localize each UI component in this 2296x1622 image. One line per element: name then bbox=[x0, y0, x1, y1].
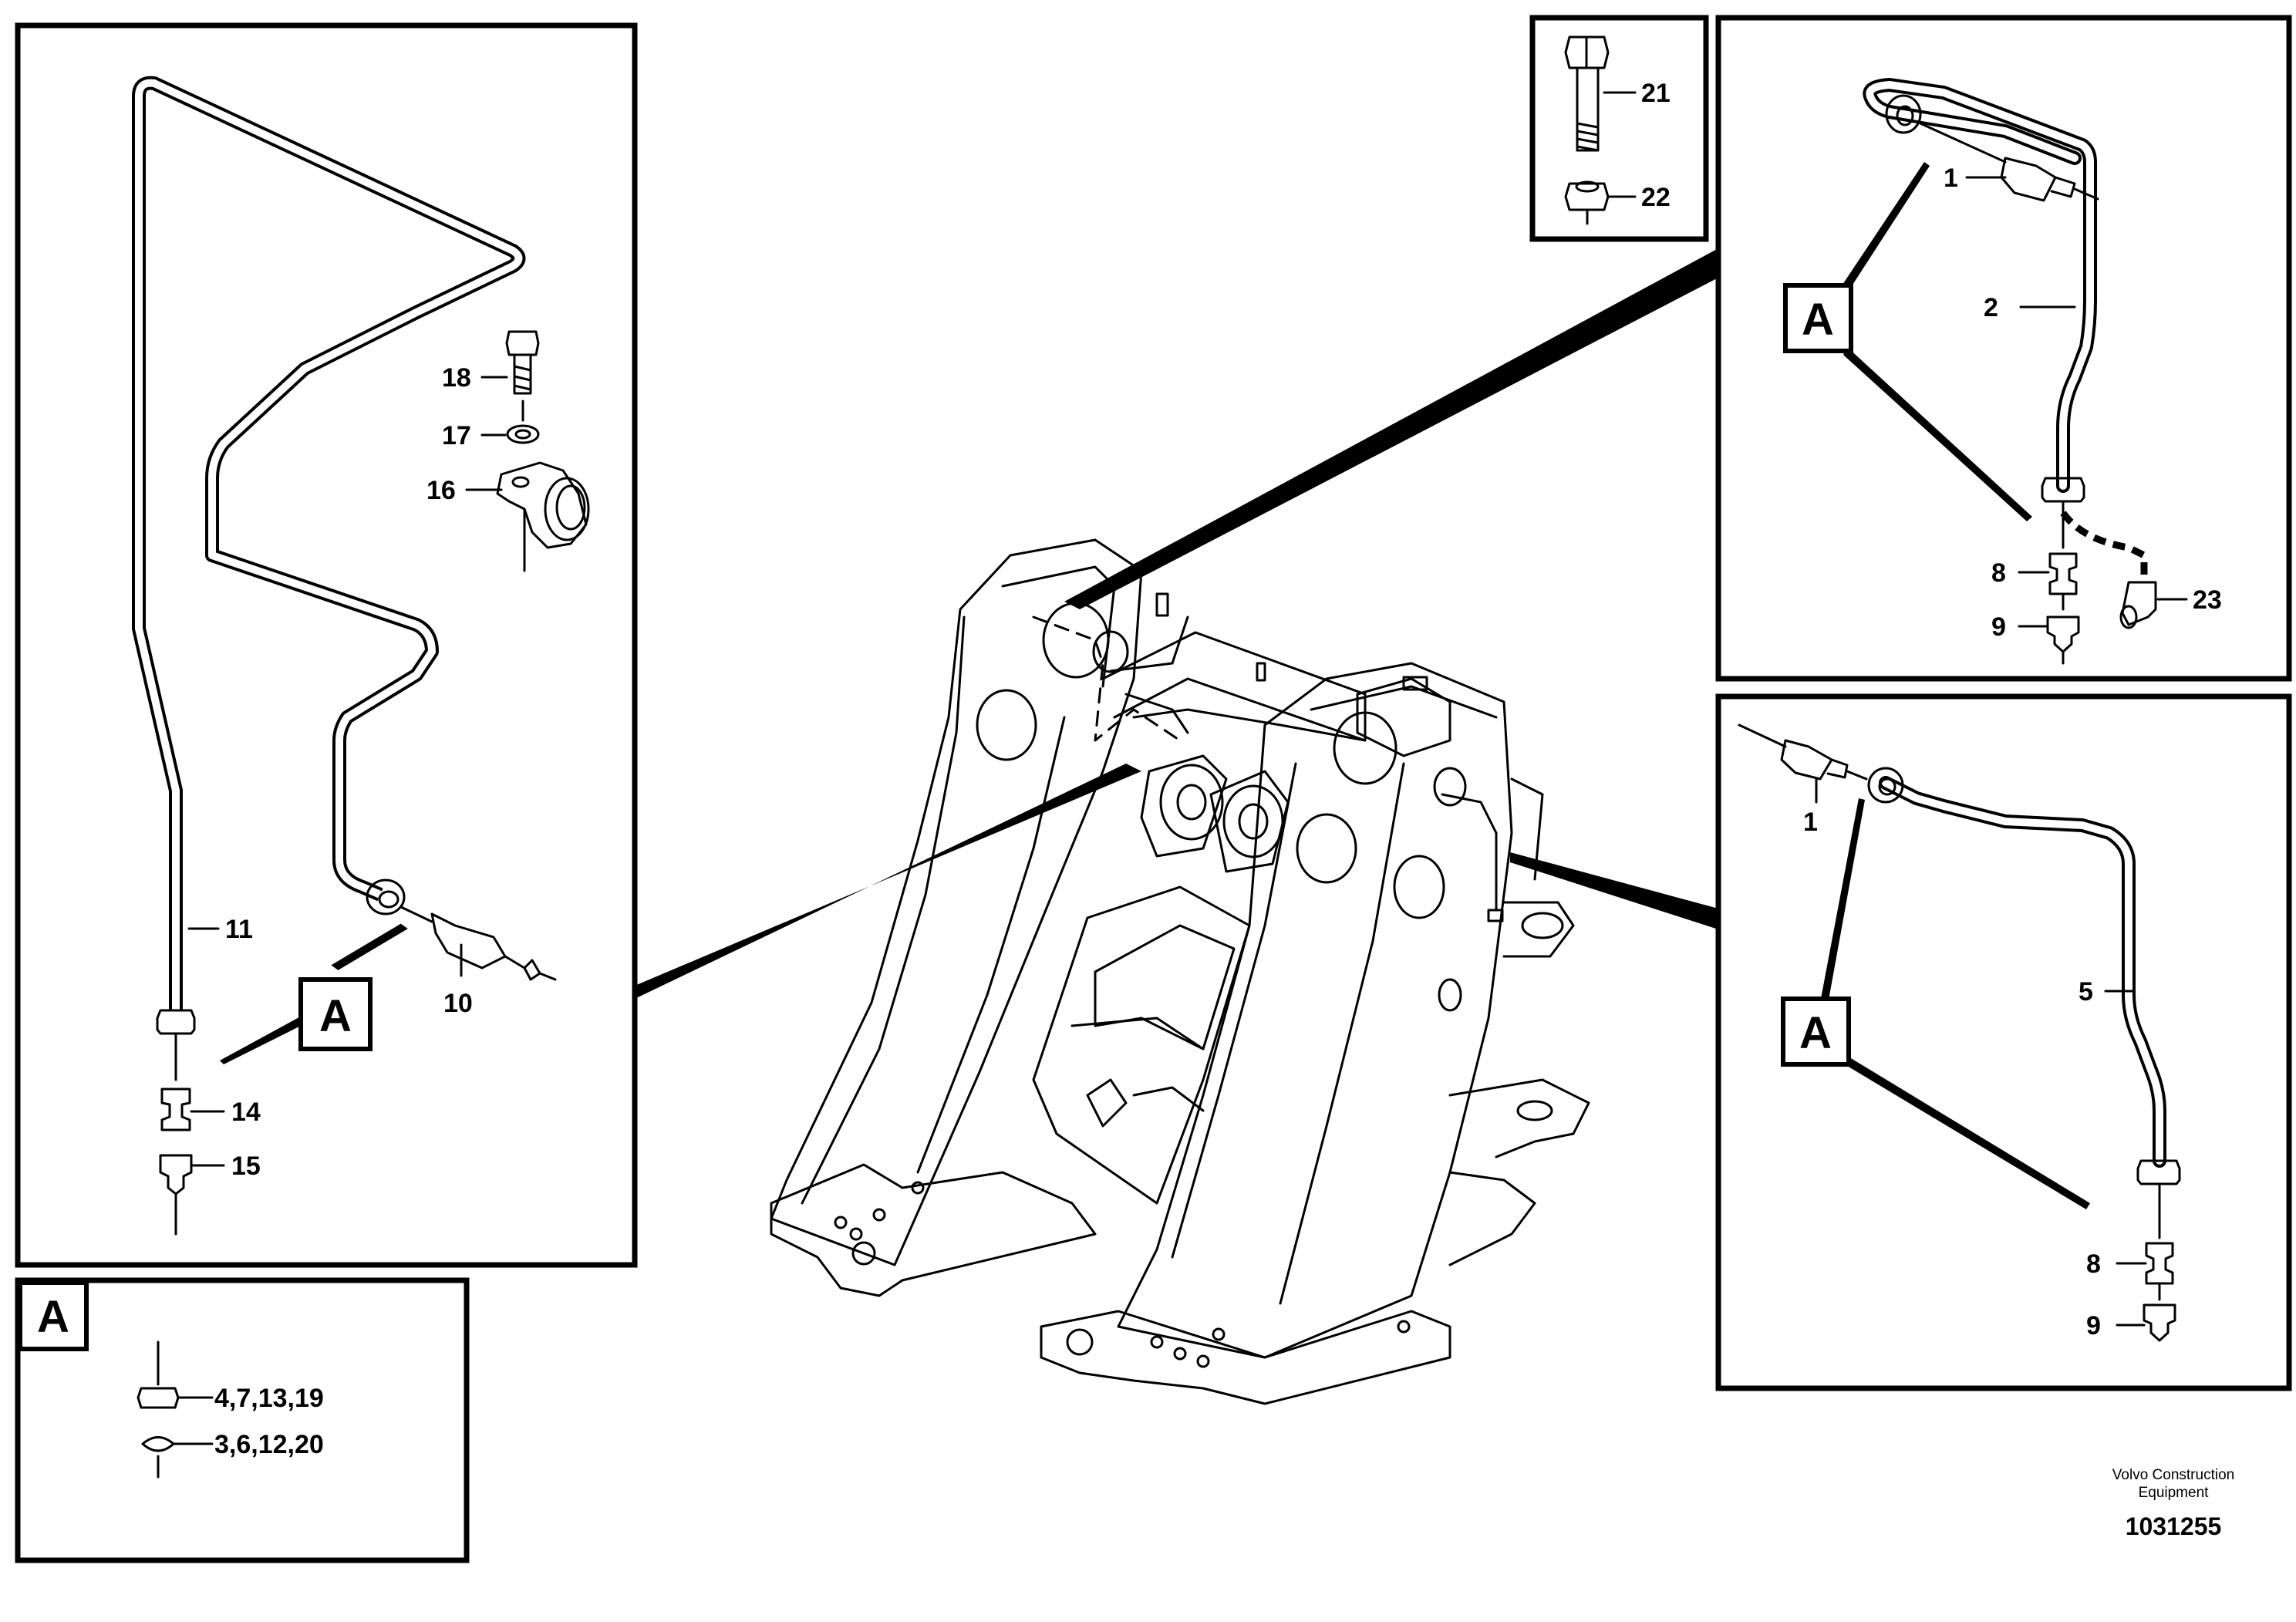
connector-1-middle bbox=[1738, 723, 1868, 781]
fitting-8-middle bbox=[2145, 1182, 2174, 1285]
legend-tag-A: A bbox=[18, 1280, 89, 1351]
bolt-21 bbox=[1564, 35, 1610, 152]
pipe-11-nut bbox=[156, 1009, 196, 1035]
view-tag-A-left: A bbox=[220, 923, 408, 1064]
label-10: 10 bbox=[443, 989, 473, 1018]
elbow-23 bbox=[2119, 581, 2157, 629]
left-detail-panel: A 11 10 14 15 18 17 16 bbox=[15, 22, 638, 1268]
tag-A-text: A bbox=[319, 991, 352, 1041]
label-1-middle: 1 bbox=[1803, 808, 1818, 837]
legend-seal-label: 3,6,12,20 bbox=[214, 1430, 324, 1459]
pipe-5-nut bbox=[2136, 1159, 2181, 1185]
view-tag-A-middle-right: A bbox=[1781, 798, 2090, 1209]
pipe-nut-angled bbox=[366, 878, 406, 916]
label-8-top: 8 bbox=[1991, 558, 2006, 588]
nut-22 bbox=[1564, 180, 1610, 225]
brand-line-1: Volvo Construction bbox=[2112, 1467, 2234, 1483]
bolt-18 bbox=[505, 330, 540, 395]
clamp-16 bbox=[496, 400, 590, 572]
label-15: 15 bbox=[231, 1152, 261, 1181]
leader-wedge-top-right bbox=[1064, 248, 1718, 609]
bolt-inset-panel: 21 22 bbox=[1529, 15, 1709, 242]
label-1-top: 1 bbox=[1944, 164, 1958, 193]
bolt-inset-frame bbox=[1529, 15, 1709, 242]
label-2: 2 bbox=[1984, 293, 1998, 322]
fitting-15 bbox=[159, 1154, 193, 1236]
pipe-2 bbox=[1863, 78, 2097, 493]
label-9-middle: 9 bbox=[2086, 1311, 2101, 1340]
legend-panel-frame bbox=[15, 1277, 470, 1563]
label-16: 16 bbox=[426, 476, 456, 505]
label-14: 14 bbox=[231, 1098, 261, 1127]
leader-wedge-left bbox=[635, 764, 1141, 999]
connector-10 bbox=[400, 905, 557, 981]
leader-wedge-middle-right bbox=[1510, 852, 1718, 929]
top-right-detail-panel: A 1 2 8 9 23 bbox=[1715, 15, 2292, 682]
loader-frame-illustration bbox=[770, 538, 1590, 1405]
label-9-top: 9 bbox=[1991, 612, 2006, 642]
label-5: 5 bbox=[2079, 977, 2093, 1007]
tag-A-text: A bbox=[37, 1292, 69, 1342]
left-panel-frame bbox=[15, 22, 638, 1268]
pipe-2-nut bbox=[2041, 477, 2085, 503]
legend-seal bbox=[141, 1436, 175, 1479]
drawing-number: 1031255 bbox=[2126, 1512, 2222, 1540]
legend-nut-label: 4,7,13,19 bbox=[214, 1384, 324, 1413]
label-21: 21 bbox=[1641, 79, 1671, 108]
label-18: 18 bbox=[442, 363, 471, 393]
fitting-9-top bbox=[2046, 592, 2080, 665]
label-8-middle: 8 bbox=[2086, 1249, 2101, 1279]
fitting-9-middle bbox=[2143, 1282, 2176, 1342]
tag-A-text: A bbox=[1802, 295, 1834, 345]
legend-panel: A 4,7,13,19 3,6,12,20 bbox=[15, 1277, 470, 1563]
pipe-11 bbox=[132, 76, 526, 1010]
fitting-8-top bbox=[2048, 500, 2078, 595]
label-17: 17 bbox=[442, 421, 471, 450]
footer: Volvo Construction Equipment 1031255 bbox=[2112, 1467, 2234, 1540]
tag-A-text: A bbox=[1799, 1008, 1832, 1058]
view-tag-A-top-right: A bbox=[1783, 162, 2032, 521]
label-23: 23 bbox=[2193, 585, 2222, 615]
middle-right-panel-frame bbox=[1715, 693, 2292, 1391]
middle-right-detail-panel: A 1 5 8 9 bbox=[1715, 693, 2292, 1391]
fitting-14 bbox=[160, 1032, 191, 1131]
label-22: 22 bbox=[1641, 183, 1671, 212]
brand-line-2: Equipment bbox=[2139, 1485, 2210, 1501]
top-right-panel-frame bbox=[1715, 15, 2292, 682]
label-11: 11 bbox=[225, 915, 253, 944]
washer-17 bbox=[506, 424, 540, 444]
legend-nut bbox=[137, 1340, 180, 1409]
hose-23 bbox=[2060, 511, 2148, 578]
